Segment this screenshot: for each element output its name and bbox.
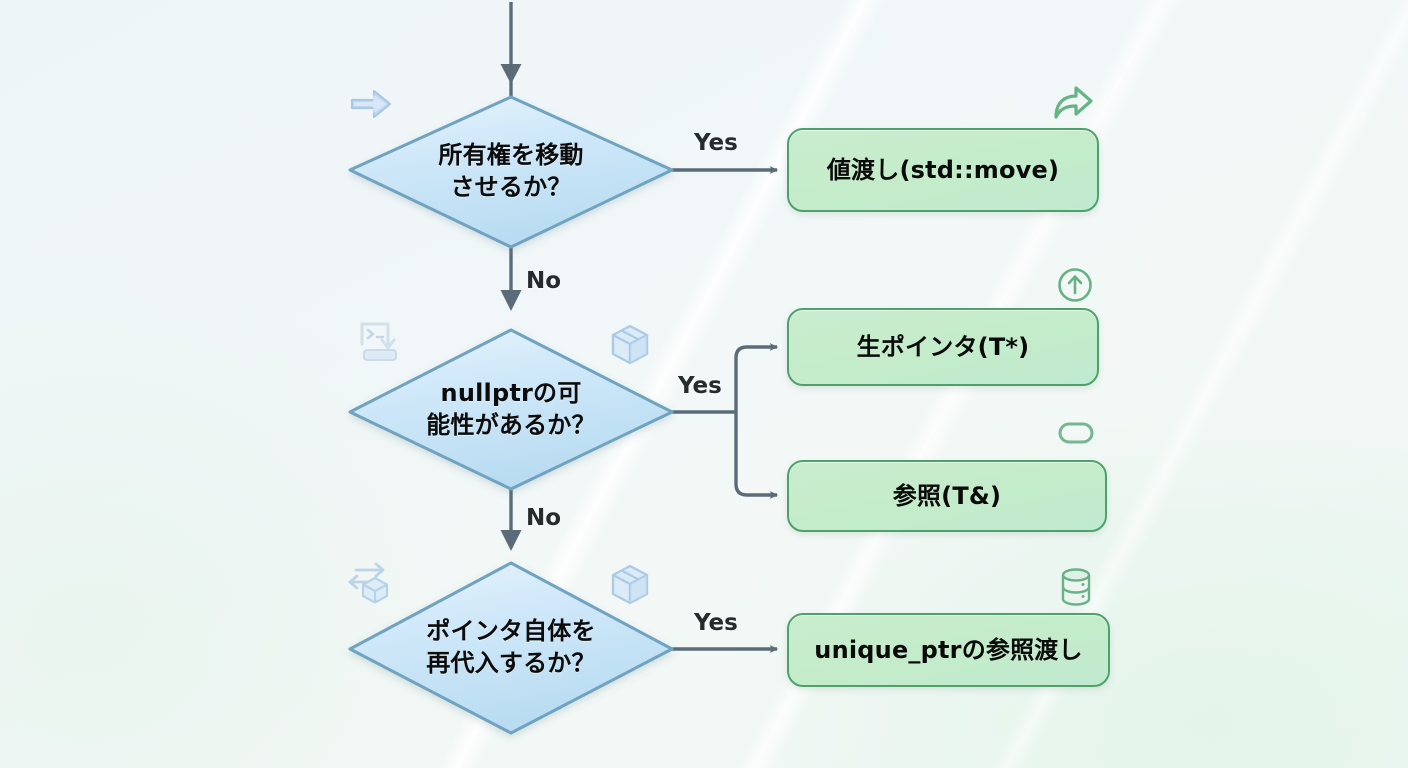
database-icon <box>1058 566 1094 608</box>
result-node-reference-label: 参照(T&) <box>892 481 1002 510</box>
package-box-icon <box>608 322 652 368</box>
right-arrow-icon <box>348 84 394 124</box>
edge-label-no-2: No <box>526 505 562 531</box>
circle-up-arrow-icon <box>1056 266 1094 304</box>
result-node-raw-pointer[interactable]: 生ポインタ(T*) <box>787 308 1099 386</box>
decision-shape-2 <box>348 328 674 491</box>
terminal-download-icon <box>358 318 408 364</box>
decision-node-3[interactable]: ポインタ自体を 再代入するか？ <box>350 563 672 733</box>
result-node-reference[interactable]: 参照(T&) <box>787 460 1107 532</box>
decision-node-2[interactable]: nullptrの可 能性があるか？ <box>350 330 672 489</box>
package-box-icon-2 <box>608 562 652 608</box>
edge-label-yes-1: Yes <box>694 130 738 156</box>
decision-shape-1 <box>348 95 674 249</box>
decision-node-3-label: ポインタ自体を 再代入するか？ <box>426 617 596 677</box>
result-node-value-move[interactable]: 値渡し(std::move) <box>787 128 1099 212</box>
edge-label-yes-3: Yes <box>694 610 738 636</box>
decision-shape-3 <box>348 561 674 735</box>
edge-label-no-1: No <box>526 268 562 294</box>
link-chain-icon <box>1056 416 1096 450</box>
result-node-raw-pointer-label: 生ポインタ(T*) <box>856 332 1030 361</box>
result-node-value-move-label: 値渡し(std::move) <box>826 155 1060 184</box>
edge-label-yes-2: Yes <box>678 373 722 399</box>
share-forward-arrow-icon <box>1050 84 1096 124</box>
decision-node-2-label: nullptrの可 能性があるか？ <box>426 378 596 439</box>
decision-node-1[interactable]: 所有権を移動 させるか？ <box>350 97 672 247</box>
transfer-box-icon <box>344 558 396 606</box>
result-node-unique-ptr-ref[interactable]: unique_ptrの参照渡し <box>787 613 1110 687</box>
decision-node-1-label: 所有権を移動 させるか？ <box>438 141 584 201</box>
result-node-unique-ptr-ref-label: unique_ptrの参照渡し <box>814 635 1083 664</box>
